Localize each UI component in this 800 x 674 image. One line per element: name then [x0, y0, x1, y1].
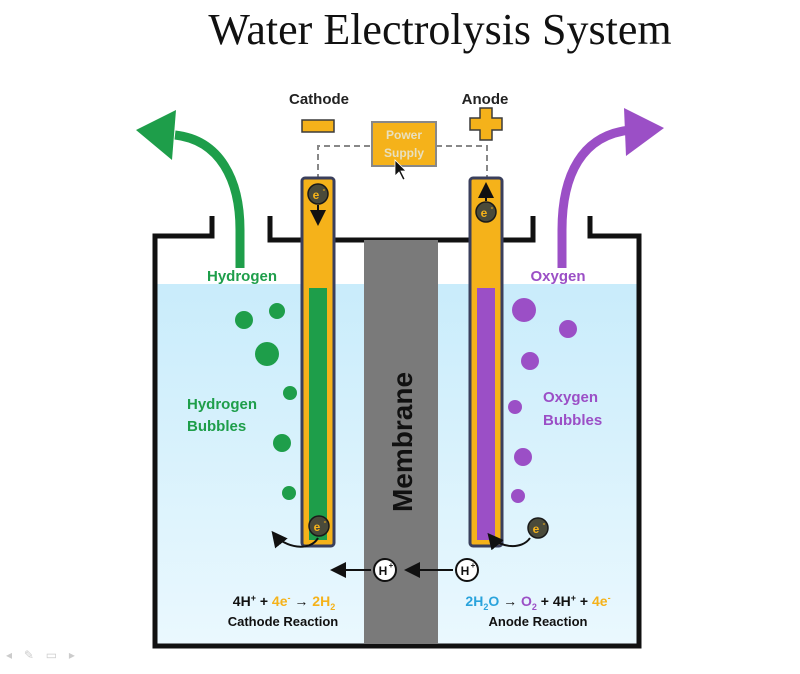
- power-supply-label-1: Power: [386, 128, 422, 142]
- cursor-icon: [394, 159, 407, 181]
- svg-text:+: +: [471, 561, 476, 570]
- cathode-coating: [309, 288, 327, 540]
- page-title: Water Electrolysis System: [208, 5, 672, 54]
- electron-anode-bottom: e -: [527, 517, 549, 539]
- anode-coating: [477, 288, 495, 540]
- cathode-reaction-caption: Cathode Reaction: [228, 614, 339, 629]
- anode-label: Anode: [462, 91, 509, 108]
- tank-outline: [152, 216, 642, 649]
- cathode-reaction-equation: 4H+ + 4e- → 2H2: [233, 593, 335, 612]
- svg-text:e: e: [481, 206, 488, 220]
- cathode-label: Cathode: [289, 91, 349, 108]
- oxygen-outflow-arrow: [557, 125, 631, 268]
- svg-text:e: e: [533, 522, 540, 536]
- svg-text:-: -: [491, 203, 494, 212]
- svg-text:H: H: [461, 564, 470, 578]
- anode-reaction-caption: Anode Reaction: [489, 614, 588, 629]
- oxygen-bubbles-label-2: Bubbles: [543, 412, 602, 429]
- power-supply: [371, 121, 437, 167]
- oxygen-label: Oxygen: [530, 268, 585, 285]
- proton-right: H +: [455, 558, 479, 582]
- electron-cathode-bottom: e -: [308, 515, 330, 537]
- electron-anode-top: e -: [475, 201, 497, 223]
- power-supply-label-2: Supply: [384, 146, 424, 160]
- svg-text:+: +: [389, 561, 394, 570]
- hydrogen-bubbles-label-2: Bubbles: [187, 418, 246, 435]
- svg-text:-: -: [323, 185, 326, 194]
- proton-left: H +: [373, 558, 397, 582]
- slide-controls-icon[interactable]: ◂ ✎ ▭ ▸: [6, 648, 79, 662]
- wire: [317, 145, 488, 180]
- hydrogen-bubbles: [235, 303, 297, 500]
- svg-text:-: -: [543, 519, 546, 528]
- hydrogen-arrow-head: [136, 110, 176, 160]
- svg-text:-: -: [324, 517, 327, 526]
- minus-icon: [301, 119, 335, 133]
- oxygen-bubbles-label-1: Oxygen: [543, 389, 598, 406]
- oxygen-arrow-head: [624, 108, 664, 156]
- electron-cathode-top: e -: [307, 183, 329, 205]
- svg-text:e: e: [313, 188, 320, 202]
- hydrogen-bubbles-label-1: Hydrogen: [187, 396, 257, 413]
- svg-text:H: H: [379, 564, 388, 578]
- hydrogen-outflow-arrow: [174, 130, 245, 268]
- membrane-label: Membrane: [387, 372, 418, 512]
- anode-reaction-equation: 2H2O → O2 + 4H+ + 4e-: [465, 593, 610, 612]
- oxygen-bubbles: [508, 298, 577, 503]
- plus-icon: [469, 107, 503, 141]
- svg-text:e: e: [314, 520, 321, 534]
- hydrogen-label: Hydrogen: [207, 268, 277, 285]
